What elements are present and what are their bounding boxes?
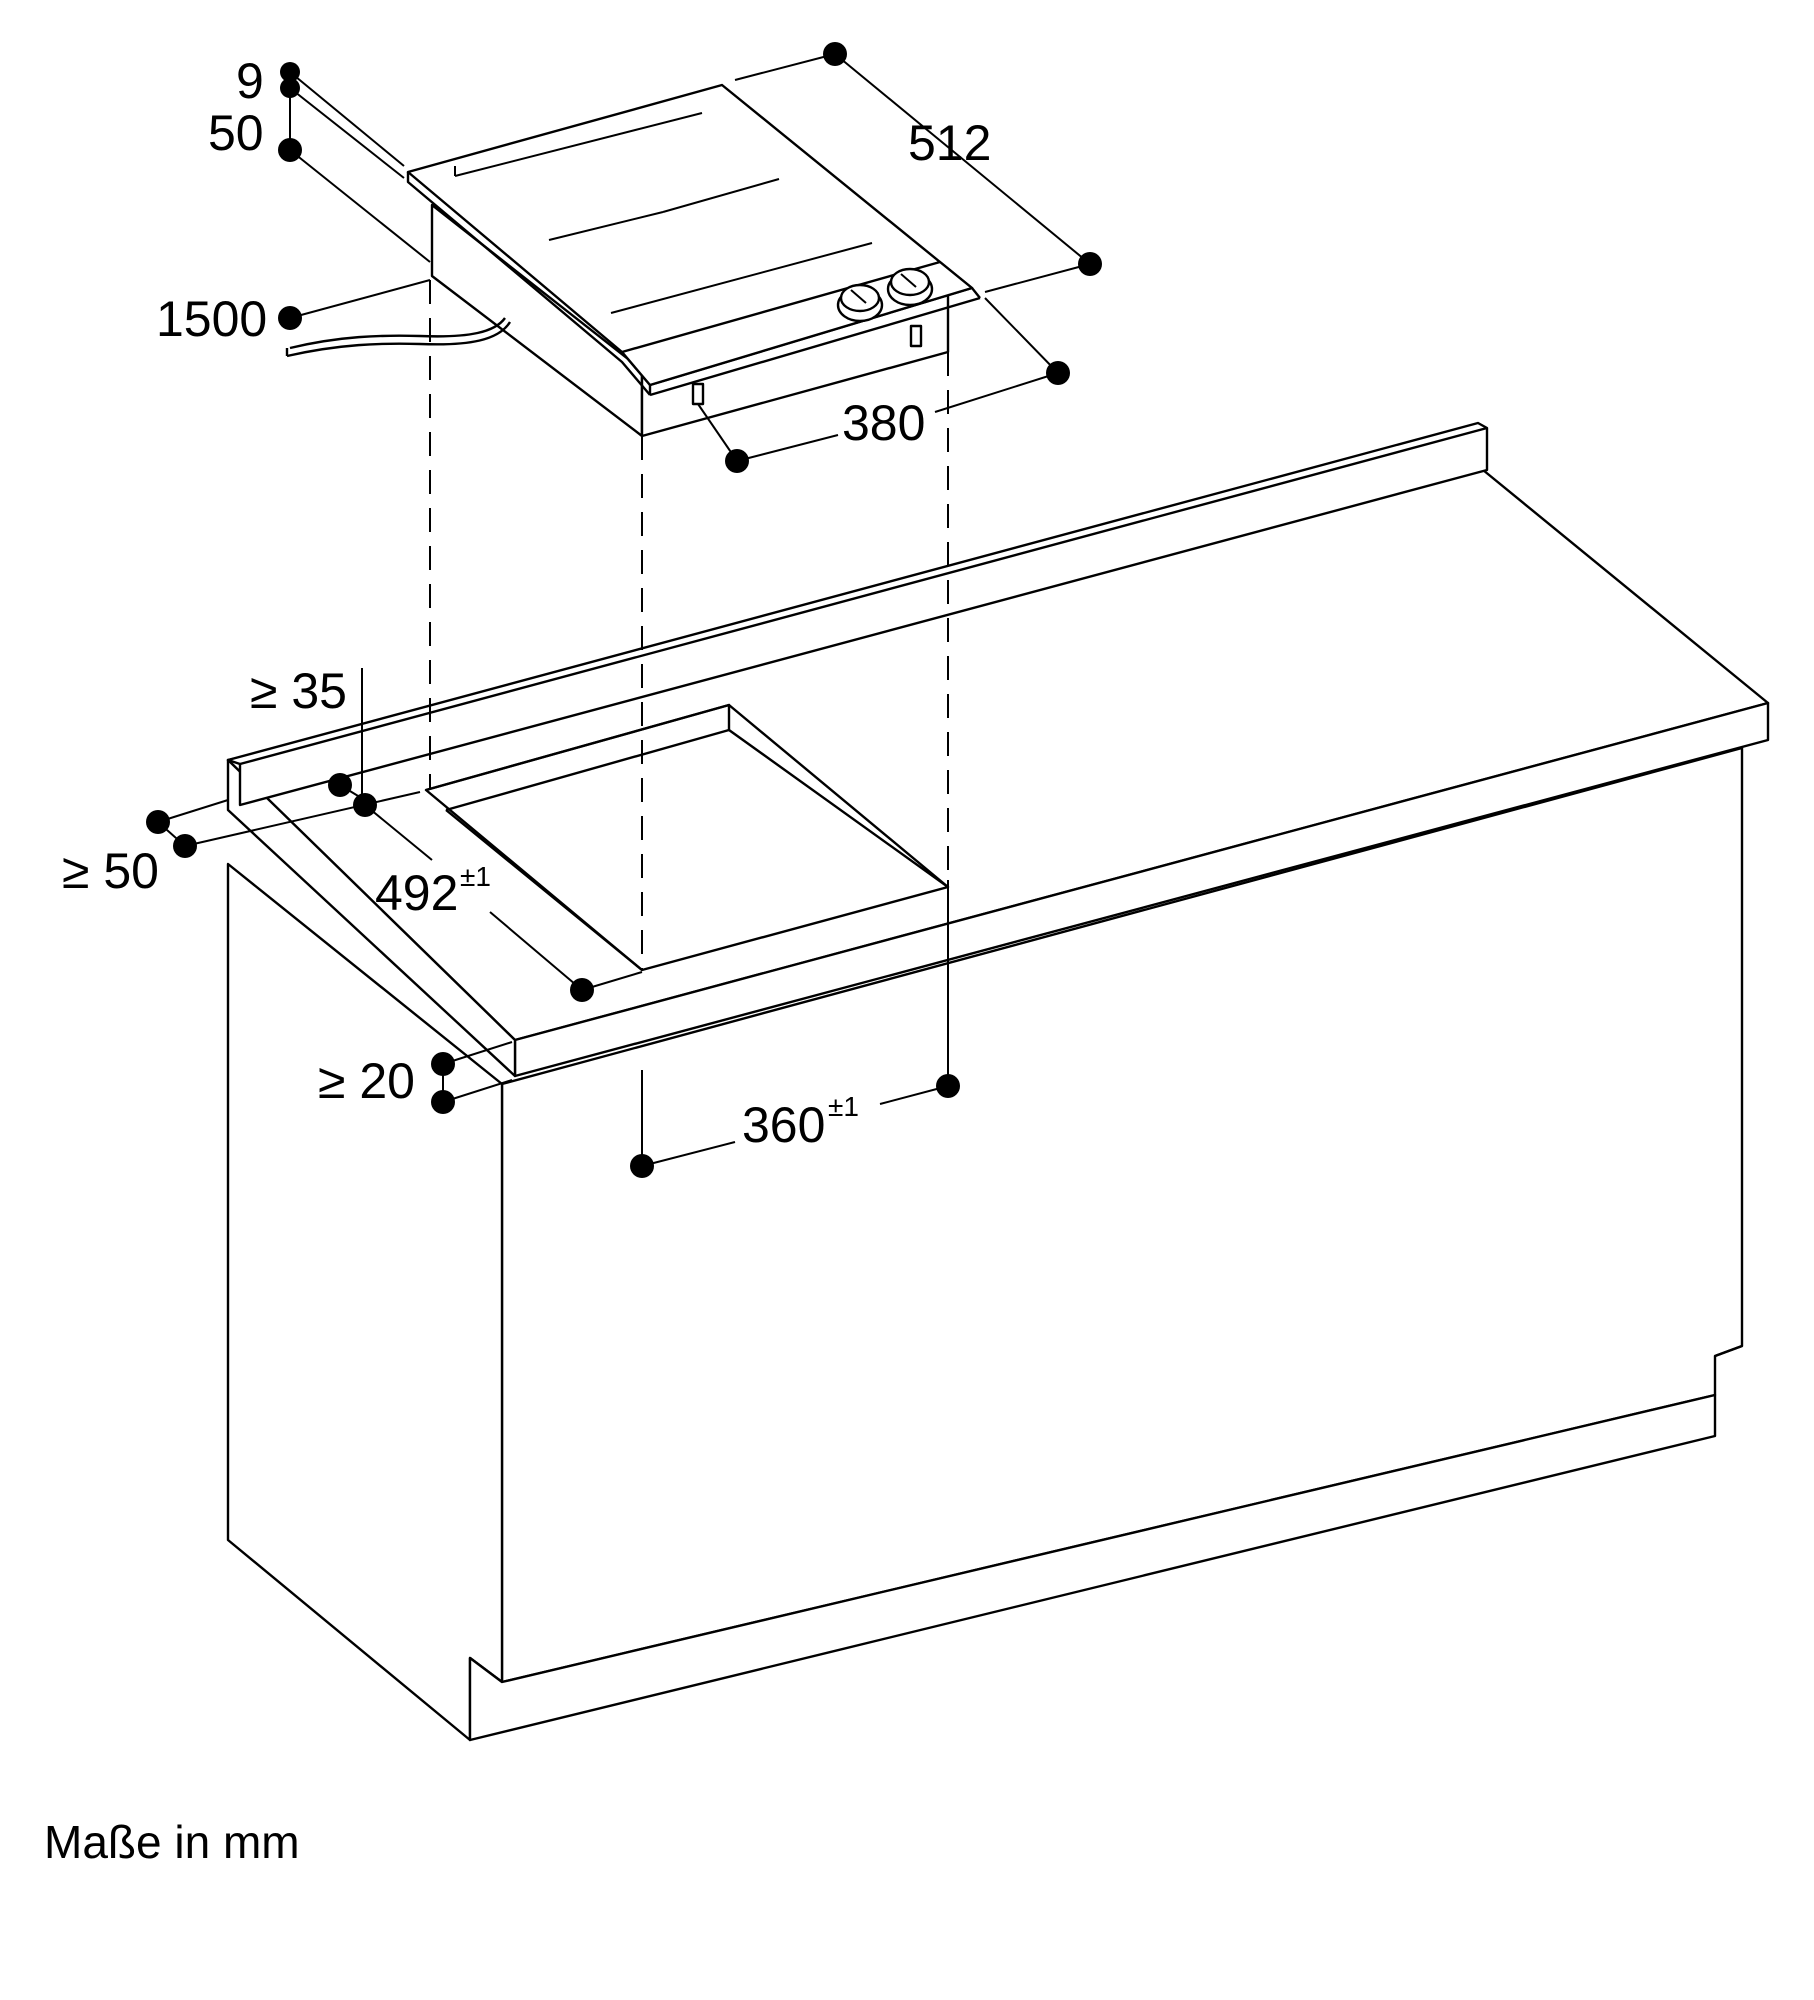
cabinet-plinth (468, 1393, 1717, 1742)
hob-control-panel (620, 260, 974, 387)
dimension-markers (146, 42, 1102, 1178)
label-hob-thickness: 9 (236, 53, 264, 109)
label-min-back-distance: ≥ 35 (250, 663, 347, 719)
power-cable (289, 317, 506, 350)
label-hob-depth: 512 (908, 115, 991, 171)
label-cutout-width-tolerance: ±1 (828, 1091, 859, 1122)
zone-marking (454, 112, 703, 177)
label-min-side-distance: ≥ 50 (62, 843, 159, 899)
dimension-lines (157, 53, 1091, 1167)
label-min-front-distance: ≥ 20 (318, 1053, 415, 1109)
dimension-labels: 9 50 1500 512 380 ≥ 35 ≥ 50 492 ±1 ≥ 20 … (62, 53, 991, 1153)
zone-marking (548, 211, 664, 241)
cabinet (226, 746, 1744, 1742)
label-cable-length: 1500 (156, 291, 267, 347)
label-cutout-depth: 492 (375, 865, 458, 921)
control-knob (886, 267, 934, 307)
label-cutout-width: 360 (742, 1097, 825, 1153)
domino-hob (285, 83, 981, 438)
projection-lines (429, 280, 949, 970)
mounting-clip (909, 324, 923, 348)
zone-marking (610, 242, 873, 314)
label-hob-width: 380 (842, 395, 925, 451)
mounting-clip (691, 382, 705, 406)
control-knob (836, 283, 884, 323)
label-cutout-depth-tolerance: ±1 (460, 861, 491, 892)
zone-marking (662, 178, 780, 213)
units-caption: Maße in mm (44, 1816, 300, 1868)
label-control-height: 50 (208, 105, 264, 161)
worktop-side-edge (226, 758, 517, 1078)
